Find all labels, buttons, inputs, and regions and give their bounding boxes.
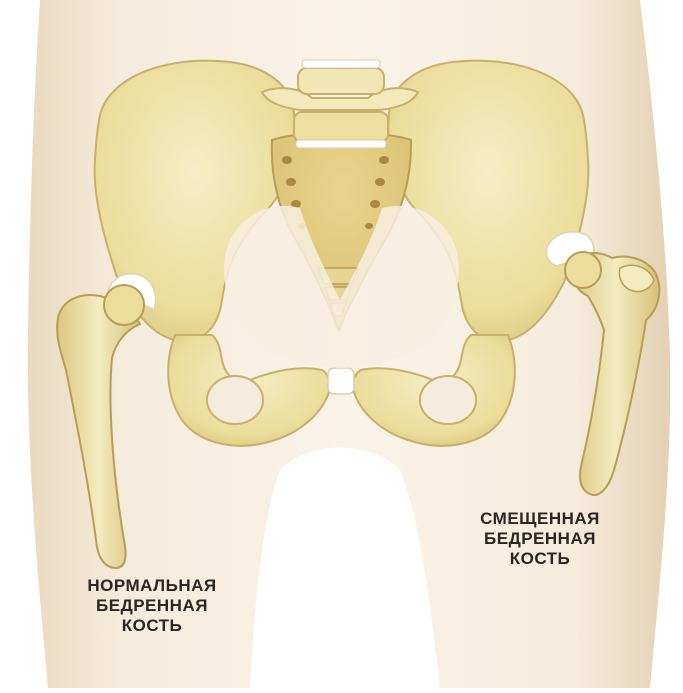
label-normal-line-2: БЕДРЕННАЯ [52, 596, 252, 616]
label-displaced-line-3: КОСТЬ [440, 549, 640, 569]
left-femoral-head [104, 285, 144, 325]
label-displaced-femur: СМЕЩЕННАЯ БЕДРЕННАЯ КОСТЬ [440, 509, 640, 569]
label-normal-line-3: КОСТЬ [52, 616, 252, 636]
label-normal-line-1: НОРМАЛЬНАЯ [52, 576, 252, 596]
right-obturator-foramen [420, 376, 476, 424]
right-femoral-head [565, 252, 601, 288]
left-obturator-foramen [207, 376, 263, 424]
label-displaced-line-1: СМЕЩЕННАЯ [440, 509, 640, 529]
pubic-symphysis [328, 368, 354, 394]
label-normal-femur: НОРМАЛЬНАЯ БЕДРЕННАЯ КОСТЬ [52, 576, 252, 636]
pelvis [95, 60, 589, 446]
label-displaced-line-2: БЕДРЕННАЯ [440, 529, 640, 549]
